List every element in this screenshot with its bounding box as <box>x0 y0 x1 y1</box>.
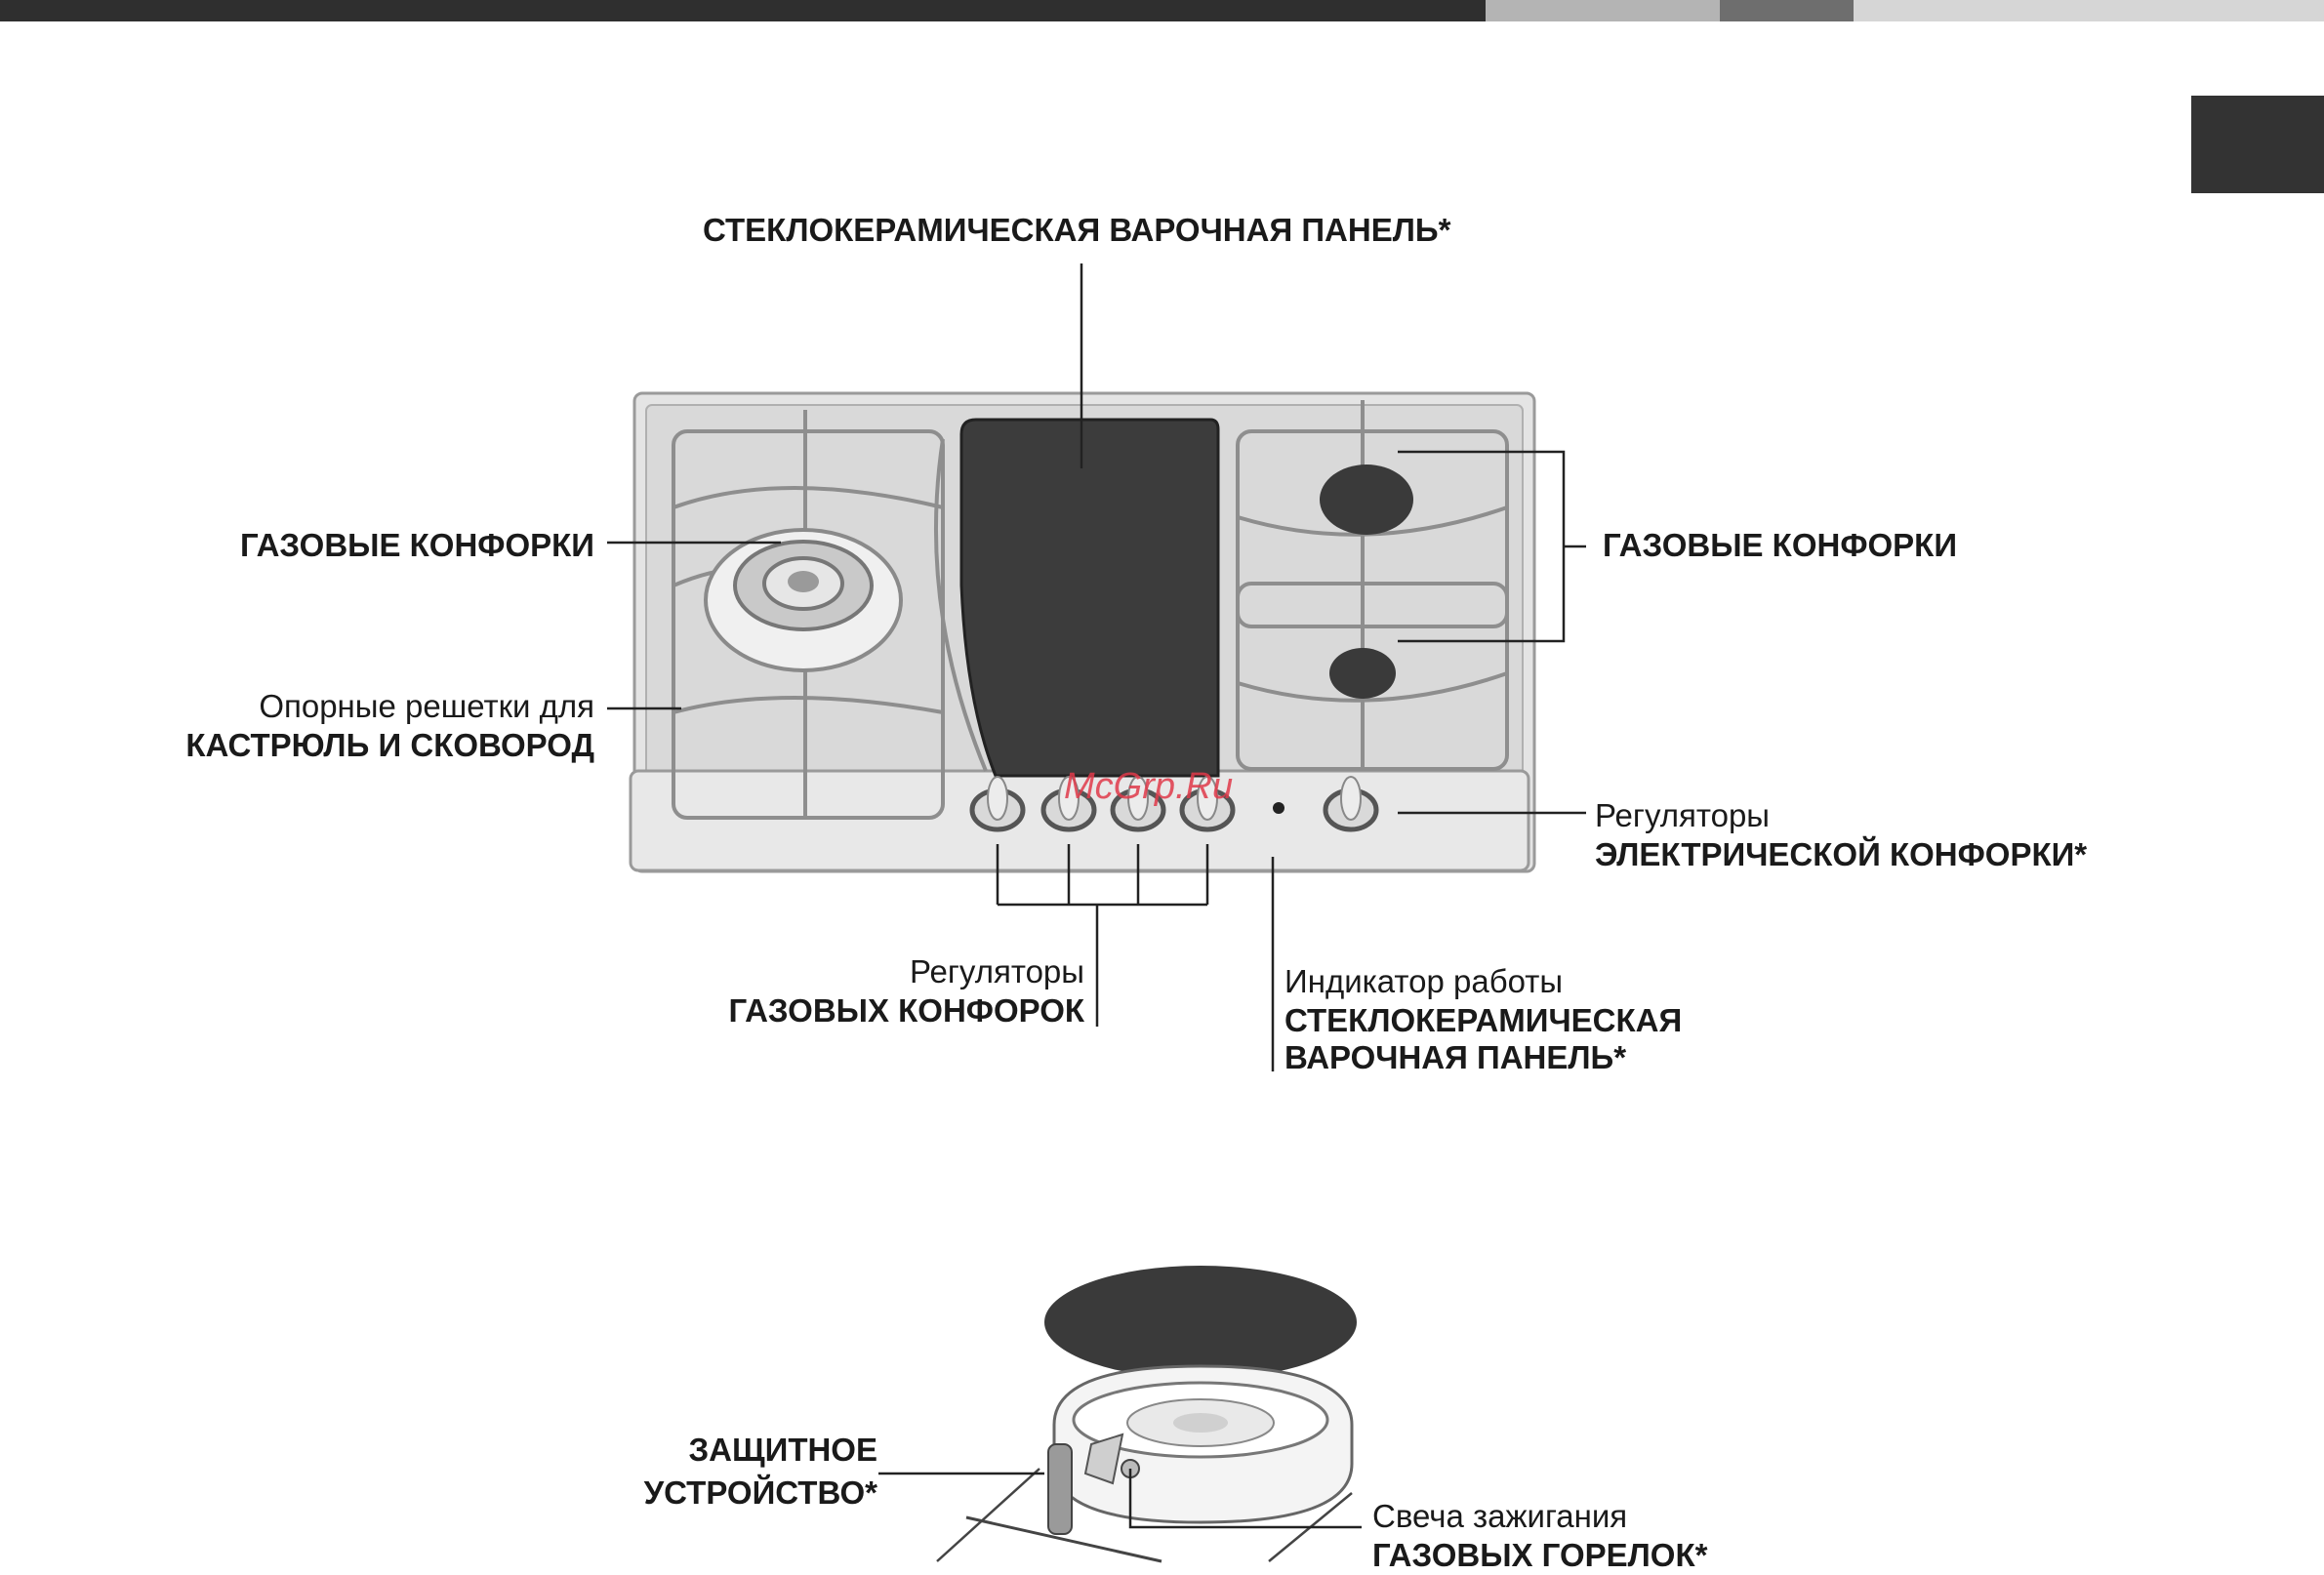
watermark: McGrp.Ru <box>1064 766 1233 808</box>
left-gas-burner <box>706 530 901 670</box>
electric-controls-label-line2: ЭЛЕКТРИЧЕСКОЙ КОНФОРКИ* <box>1595 835 2087 874</box>
pan-supports-label-line2: КАСТРЮЛЬ И СКОВОРОД <box>185 726 594 765</box>
gas-controls-label-line1: Регуляторы <box>910 952 1084 991</box>
safety-device-label-line2: УСТРОЙСТВО* <box>644 1474 877 1513</box>
gas-controls-label-line2: ГАЗОВЫХ КОНФОРОК <box>728 991 1084 1030</box>
indicator-label-line1: Индикатор работы <box>1284 962 1563 1001</box>
ignition-label-line2: ГАЗОВЫХ ГОРЕЛОК* <box>1372 1536 1707 1575</box>
pan-supports-label-line1: Опорные решетки для <box>259 687 594 726</box>
ignition-label-line1: Свеча зажигания <box>1372 1497 1627 1536</box>
burner-detail-drawing <box>878 1266 1362 1561</box>
indicator-light <box>1273 802 1284 814</box>
gas-burners-right-label: ГАЗОВЫЕ КОНФОРКИ <box>1603 526 1957 565</box>
glass-panel-top-label: СТЕКЛОКЕРАМИЧЕСКАЯ ВАРОЧНАЯ ПАНЕЛЬ* <box>703 211 1450 250</box>
indicator-label-line3: ВАРОЧНАЯ ПАНЕЛЬ* <box>1284 1038 1626 1077</box>
glass-ceramic-panel <box>961 420 1218 776</box>
gas-burners-left-label: ГАЗОВЫЕ КОНФОРКИ <box>240 526 594 565</box>
safety-device-label-line1: ЗАЩИТНОЕ <box>688 1431 877 1470</box>
electric-controls-label-line1: Регуляторы <box>1595 796 1770 835</box>
indicator-label-line2: СТЕКЛОКЕРАМИЧЕСКАЯ <box>1284 1001 1682 1040</box>
